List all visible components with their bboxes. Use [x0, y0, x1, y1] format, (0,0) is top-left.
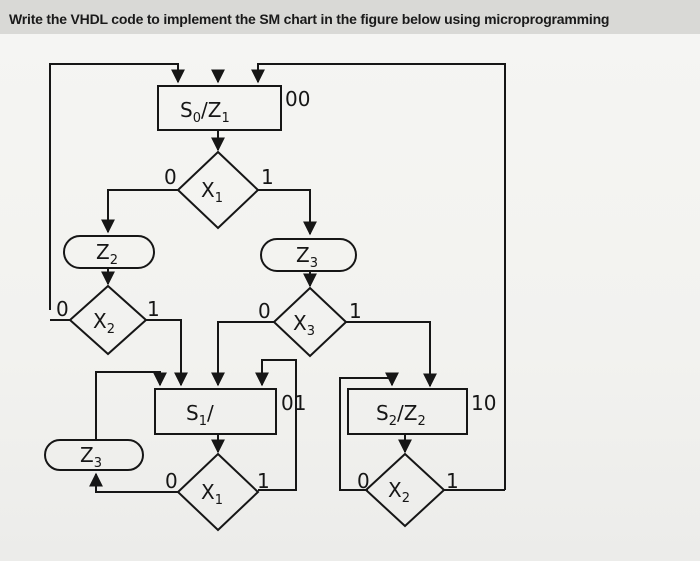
decision-var-x3: X3	[293, 311, 315, 339]
decision-false-x3: 0	[258, 299, 271, 323]
state-label-s1: S1/	[186, 401, 214, 429]
decision-x1-bottom	[176, 452, 260, 532]
question-text: Write the VHDL code to implement the SM …	[9, 11, 610, 27]
cond-output-label-z2: Z2	[96, 240, 118, 268]
decision-var-x2-right: X2	[388, 478, 410, 506]
state-box-s0	[157, 85, 282, 131]
decision-false-x2-left: 0	[56, 297, 69, 321]
cond-output-label-z3-left: Z3	[80, 443, 102, 471]
decision-x1-top	[176, 150, 260, 230]
state-code-s1: 01	[281, 391, 306, 415]
decision-true-x1-bottom: 1	[257, 469, 270, 493]
decision-var-x1-bottom: X1	[201, 480, 223, 508]
cond-output-label-z3-mid: Z3	[296, 243, 318, 271]
decision-x3	[272, 286, 348, 358]
decision-true-x2-left: 1	[147, 297, 160, 321]
state-label-s0: S0/Z1	[180, 98, 230, 126]
state-label-s2: S2/Z2	[376, 401, 426, 429]
decision-x2-left	[68, 284, 148, 356]
decision-var-x1-top: X1	[201, 178, 223, 206]
decision-true-x2-right: 1	[446, 469, 459, 493]
decision-false-x1-bottom: 0	[165, 469, 178, 493]
entry-line-right	[251, 63, 506, 490]
decision-true-x1-top: 1	[261, 165, 274, 189]
decision-var-x2-left: X2	[93, 309, 115, 337]
state-code-s2: 10	[471, 391, 496, 415]
decision-false-x2-right: 0	[357, 469, 370, 493]
cond-output-z3-mid	[260, 238, 357, 272]
decision-false-x1-top: 0	[164, 165, 177, 189]
decision-x2-right	[364, 452, 446, 528]
state-box-s2	[347, 388, 468, 435]
decision-true-x3: 1	[349, 299, 362, 323]
state-code-s0: 00	[285, 87, 310, 111]
cond-output-z3-left	[44, 439, 144, 471]
entry-line-left	[49, 63, 185, 310]
state-box-s1	[154, 388, 277, 435]
paper-sheet	[0, 34, 700, 561]
